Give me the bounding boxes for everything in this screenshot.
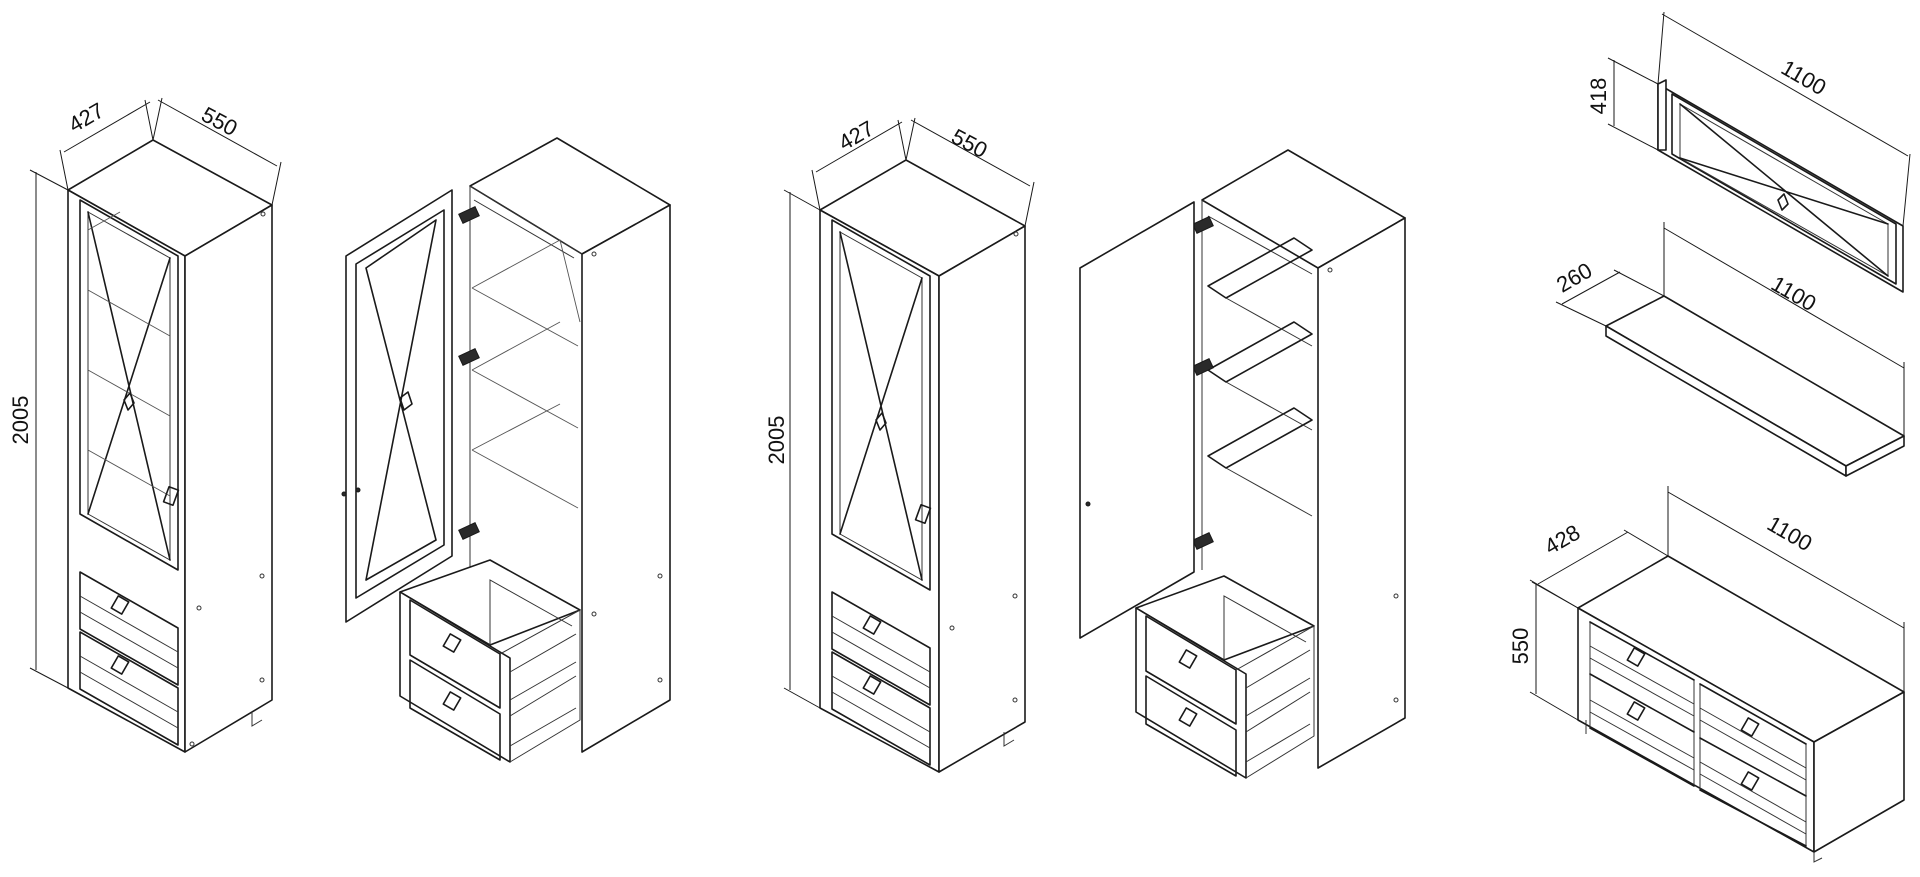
wall-shelf-top [1605, 295, 1905, 467]
cabinet-solid-open [1079, 149, 1406, 779]
cabinet2-drawer-1 [831, 591, 931, 706]
hinge-icon [458, 206, 480, 540]
cabinet2-shelves [1207, 237, 1313, 469]
cabinet1-open-side [581, 204, 671, 753]
cabinet1-front [67, 189, 186, 753]
cabinet1-glass-shelves [471, 239, 581, 509]
cabinet-solid-closed: 427 550 2005 [764, 115, 1035, 773]
dim-shelf-depth: 260 [1552, 257, 1596, 297]
cabinet1-glass-cross [87, 211, 171, 561]
cabinet2-door-cross [839, 231, 923, 581]
cabinet1-glass-door [79, 199, 179, 571]
wall-panel-ornament [1777, 193, 1789, 211]
chest-drawer-handle-4 [1740, 771, 1760, 791]
hinge-icon [1192, 216, 1214, 550]
dim-cabinet2-width: 550 [947, 124, 991, 163]
cabinet1-open-door [345, 189, 453, 623]
chest-drawer-handle-2 [1626, 701, 1646, 721]
cabinet-glass-closed: 427 550 2005 [8, 97, 282, 753]
dim-panel-width: 1100 [1777, 55, 1830, 100]
dim-cabinet1-width: 550 [197, 102, 241, 141]
cabinet2-open-door [1079, 201, 1195, 639]
cabinet1-drawer-2 [79, 631, 179, 746]
cabinet2-drawer-2 [831, 651, 931, 766]
chest-drawer-handle-3 [1740, 717, 1760, 737]
dim-chest-height: 550 [1508, 628, 1533, 665]
chest-side [1813, 691, 1905, 853]
cabinet-glass-open [341, 137, 671, 763]
dim-cabinet2-height: 2005 [764, 416, 789, 465]
dim-chest-width: 1100 [1763, 511, 1816, 556]
cabinet2-door [831, 219, 931, 591]
wall-panel: 1100 418 [1586, 11, 1911, 293]
dim-chest-depth: 428 [1540, 519, 1584, 559]
cabinet1-drawer-handle-1 [110, 595, 130, 615]
dim-cabinet1-height: 2005 [8, 396, 33, 445]
chest-drawer-handle-1 [1626, 647, 1646, 667]
cabinet1-drawer-1 [79, 571, 179, 686]
cabinet1-drawer-handle-2 [110, 655, 130, 675]
dim-cabinet1-depth: 427 [64, 97, 108, 137]
cabinet1-ornament [123, 392, 135, 411]
dim-cabinet2-depth: 427 [834, 115, 878, 155]
wall-shelf: 260 1100 [1552, 222, 1905, 477]
dim-panel-height: 418 [1586, 78, 1611, 115]
cabinet1-door-handle [162, 485, 180, 507]
dim-shelf-width: 1100 [1767, 271, 1820, 316]
cabinet1-side [184, 204, 273, 753]
chest-of-drawers: 428 1100 550 [1508, 486, 1905, 863]
cabinet2-front [819, 209, 940, 773]
